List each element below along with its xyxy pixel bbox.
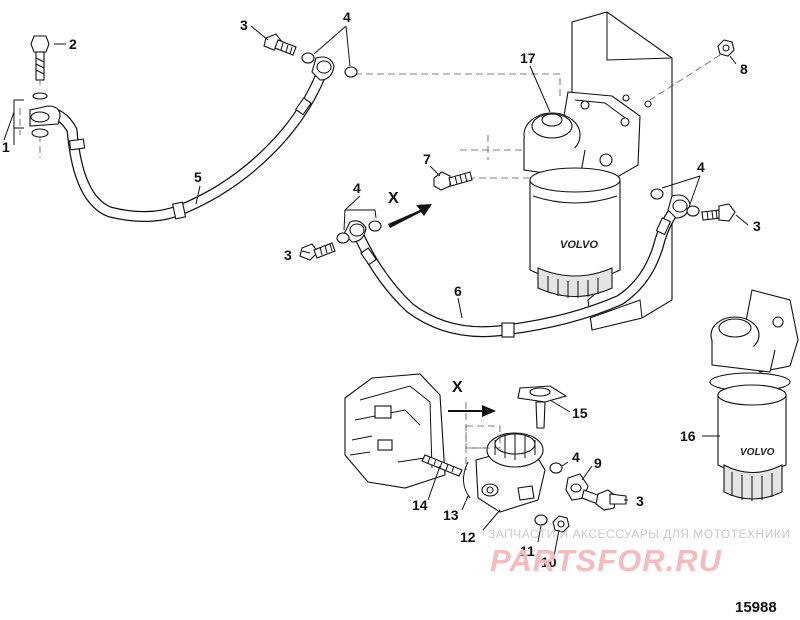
callout-12: 12 <box>460 529 476 545</box>
banjo-fitting-and-bolt <box>29 35 61 138</box>
flow-marker-lower: X <box>452 379 463 396</box>
callout-4-upper: 4 <box>343 9 351 25</box>
filter-element: VOLVO <box>709 289 799 501</box>
watermark-logo: PARTSFOR.RU <box>490 543 723 578</box>
pump-bracket <box>344 373 446 489</box>
fuel-hose-5 <box>39 66 328 223</box>
fuel-filter-assembly: VOLVO <box>523 91 641 298</box>
flow-arrows <box>388 204 496 417</box>
callout-13: 13 <box>443 507 459 523</box>
nut-8 <box>717 39 735 57</box>
priming-lever <box>517 385 568 429</box>
flow-marker-upper: X <box>388 190 399 207</box>
callout-3-upper: 3 <box>240 17 248 33</box>
callout-1: 1 <box>2 139 10 155</box>
leader-lines <box>3 25 749 557</box>
gasket-13 <box>463 461 471 499</box>
mounting-outline <box>465 425 501 449</box>
callout-8: 8 <box>740 61 748 77</box>
hose-5-fitting <box>263 33 358 81</box>
callout-3-pump: 3 <box>636 493 644 509</box>
callout-3-left: 3 <box>284 247 292 263</box>
callout-9: 9 <box>594 455 602 471</box>
callout-7: 7 <box>423 151 431 167</box>
callout-4-right: 4 <box>697 159 705 175</box>
figure-number: 15988 <box>735 599 777 616</box>
callout-6: 6 <box>454 283 462 299</box>
filter-brand-label: VOLVO <box>560 239 598 251</box>
callout-15: 15 <box>572 405 588 421</box>
callout-11: 11 <box>520 543 535 559</box>
lift-pump <box>475 432 546 513</box>
callout-3-right: 3 <box>753 218 761 234</box>
stud-14 <box>421 454 463 477</box>
pump-fittings <box>534 462 627 533</box>
callout-numbers: 1 2 3 4 5 17 8 7 4 4 3 3 6 15 16 4 9 3 1… <box>2 9 761 570</box>
callout-16: 16 <box>680 428 696 444</box>
hose-6-left-fitting <box>299 220 382 261</box>
callout-5: 5 <box>194 169 202 185</box>
callout-4-pump: 4 <box>572 449 580 465</box>
fuel-hose-6 <box>354 199 686 338</box>
callout-10: 10 <box>541 554 557 570</box>
bolt-7 <box>433 171 473 191</box>
callout-17: 17 <box>520 50 536 66</box>
watermark-caption: ЗАПЧАСТИ И АКСЕССУАРЫ ДЛЯ МОТОТЕХНИКИ <box>488 527 791 541</box>
callout-4-mid-left: 4 <box>353 180 361 196</box>
callout-14: 14 <box>412 497 428 513</box>
callout-2: 2 <box>69 36 77 52</box>
hose-6-right-fitting <box>650 188 736 222</box>
element-brand-label: VOLVO <box>740 447 775 458</box>
